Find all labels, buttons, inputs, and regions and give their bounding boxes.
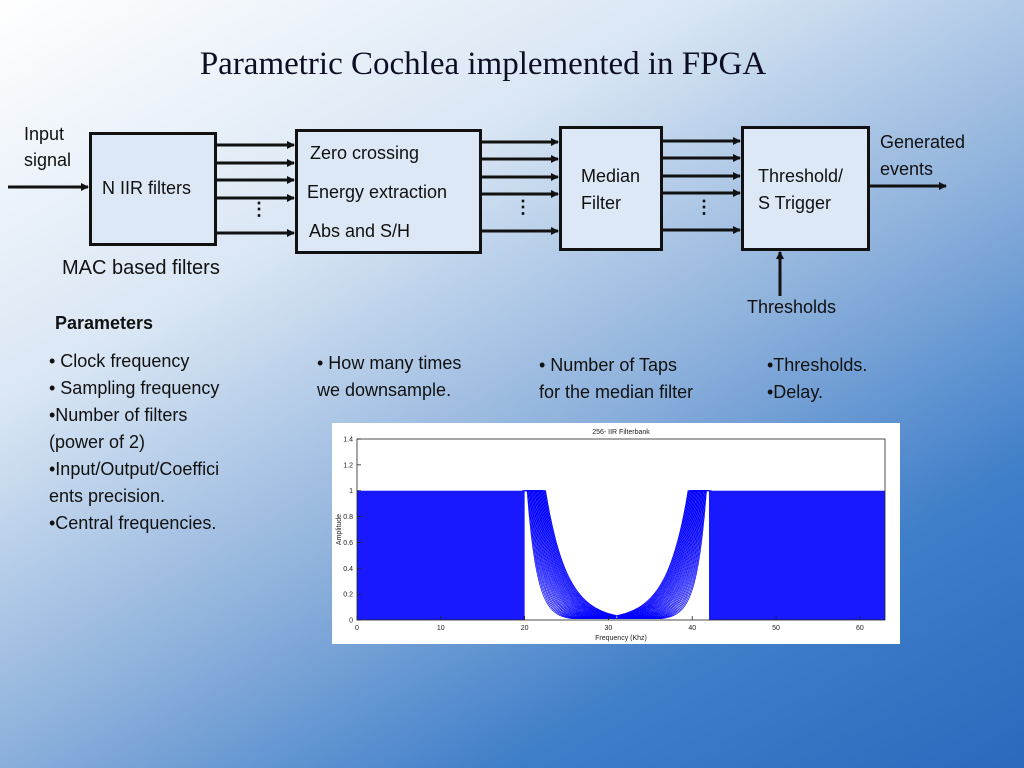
filterbank-plot: 0 10 20 30 40 50 60 0 0.2 0.4 0.6 0.8 1 1.2 1.4 256- II… [332, 423, 900, 644]
filter-response-right [618, 490, 699, 619]
mac-label: MAC based filters [62, 257, 220, 279]
filter-response-right [618, 490, 695, 617]
filter-response-right [616, 490, 696, 617]
filter-response-right [618, 490, 700, 619]
y-tick-label: 1 [349, 488, 353, 495]
y-tick-label: 0.2 [343, 592, 353, 599]
ellipsis-3: ⋮ [695, 197, 713, 217]
parameters-col3: • Number of Taps for the median filter [539, 355, 694, 402]
filter-response-left [534, 490, 615, 619]
thresholds-label: Thresholds [747, 297, 837, 317]
parameters-col1: • Clock frequency • Sampling frequency •… [49, 351, 220, 533]
slide-title: Parametric Cochlea implemented in FPGA [199, 46, 767, 82]
parameters-col4: •Thresholds. •Delay. [767, 355, 868, 402]
filter-response-left [532, 490, 616, 619]
filter-response-right [617, 490, 696, 618]
block-feature-extraction: Zero crossing Energy extraction Abs and … [295, 129, 482, 254]
filter-response-right [618, 490, 697, 618]
output-label: Generated events [880, 132, 966, 179]
parameters-heading: Parameters [55, 313, 154, 333]
filter-response-left [538, 490, 617, 617]
input-label: Input signal [24, 124, 72, 170]
filter-response-right [618, 490, 701, 619]
ellipsis-1: ⋮ [250, 199, 268, 219]
plot-axes-box [356, 438, 886, 621]
x-tick-label: 10 [437, 625, 445, 632]
y-tick-label: 0.4 [343, 566, 353, 573]
y-axis-label: Amplitude [336, 514, 343, 545]
block-median-filter: Median Filter [559, 126, 663, 251]
right-passband-fill [709, 490, 885, 620]
chart-title: 256- IIR Filterbank [592, 429, 650, 436]
filterbank-chart: 0 10 20 30 40 50 60 0 0.2 0.4 0.6 0.8 1 1.2 1.4 256- II… [336, 429, 886, 642]
filter-response-right [618, 490, 697, 618]
x-axis-label: Frequency (Khz) [595, 635, 647, 642]
filter-response-left [538, 490, 616, 617]
x-tick-label: 0 [355, 625, 359, 632]
y-tick-label: 1.2 [343, 462, 353, 469]
filter-response-left [535, 490, 617, 619]
filter-response-left [539, 490, 616, 617]
x-tick-label: 50 [772, 625, 780, 632]
filter-response-left [536, 490, 616, 618]
x-tick-label: 40 [688, 625, 696, 632]
filter-response-right [617, 490, 699, 619]
y-tick-label: 0 [349, 618, 353, 625]
filter-response-left [539, 490, 617, 617]
filter-response-right [617, 490, 698, 618]
filter-response-right [617, 490, 694, 617]
y-tick-label: 0.8 [343, 514, 353, 521]
block-iir-filters: N IIR filters [89, 132, 217, 246]
filter-response-left [540, 490, 617, 616]
left-passband-fill [357, 490, 525, 620]
filter-response-left [537, 490, 616, 618]
x-tick-label: 20 [521, 625, 529, 632]
x-tick-label: 30 [605, 625, 613, 632]
filter-response-right [617, 490, 695, 617]
filter-response-left [534, 490, 616, 619]
x-tick-label: 60 [856, 625, 864, 632]
filter-response-right [616, 490, 694, 616]
y-tick-label: 0.6 [343, 540, 353, 547]
parameters-col2: • How many times we downsample. [317, 353, 462, 400]
block-threshold-trigger: Threshold/ S Trigger [741, 126, 870, 251]
filter-response-left [537, 490, 617, 618]
y-tick-label: 1.4 [343, 437, 353, 444]
ellipsis-2: ⋮ [514, 197, 532, 217]
